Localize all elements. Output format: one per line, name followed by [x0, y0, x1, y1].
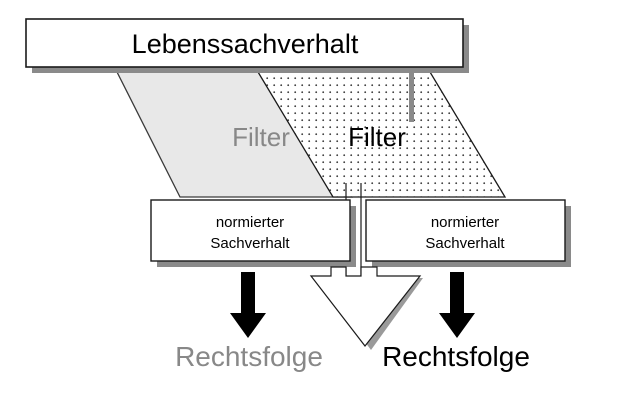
normalized-left-line2: Sachverhalt [210, 235, 290, 252]
arrow-black-right [439, 272, 475, 338]
normalized-right-line2: Sachverhalt [425, 235, 505, 252]
outcome-left-label: Rechtsfolge [175, 341, 323, 372]
source-box [25, 18, 464, 68]
arrow-white-merge [309, 266, 423, 350]
normalized-left-box [150, 199, 351, 262]
white-arrow-shape [309, 266, 422, 347]
node-normierter-sachverhalt-left[interactable]: normierter Sachverhalt [150, 199, 356, 267]
node-lebenssachverhalt[interactable]: Lebenssachverhalt [25, 18, 469, 73]
normalized-right-line1: normierter [431, 214, 499, 231]
arrow-black-right-shape [439, 272, 475, 338]
node-normierter-sachverhalt-right[interactable]: normierter Sachverhalt [365, 199, 571, 267]
arrow-black-left-shape [230, 272, 266, 338]
filter-right-label: Filter [348, 122, 406, 152]
connector-stub [409, 70, 414, 122]
source-box-label: Lebenssachverhalt [132, 29, 359, 59]
normalized-right-box [365, 199, 566, 262]
filter-left-label: Filter [232, 122, 290, 152]
outcome-right-label: Rechtsfolge [382, 341, 530, 372]
arrow-black-left [230, 272, 266, 338]
normalized-left-line1: normierter [216, 214, 284, 231]
